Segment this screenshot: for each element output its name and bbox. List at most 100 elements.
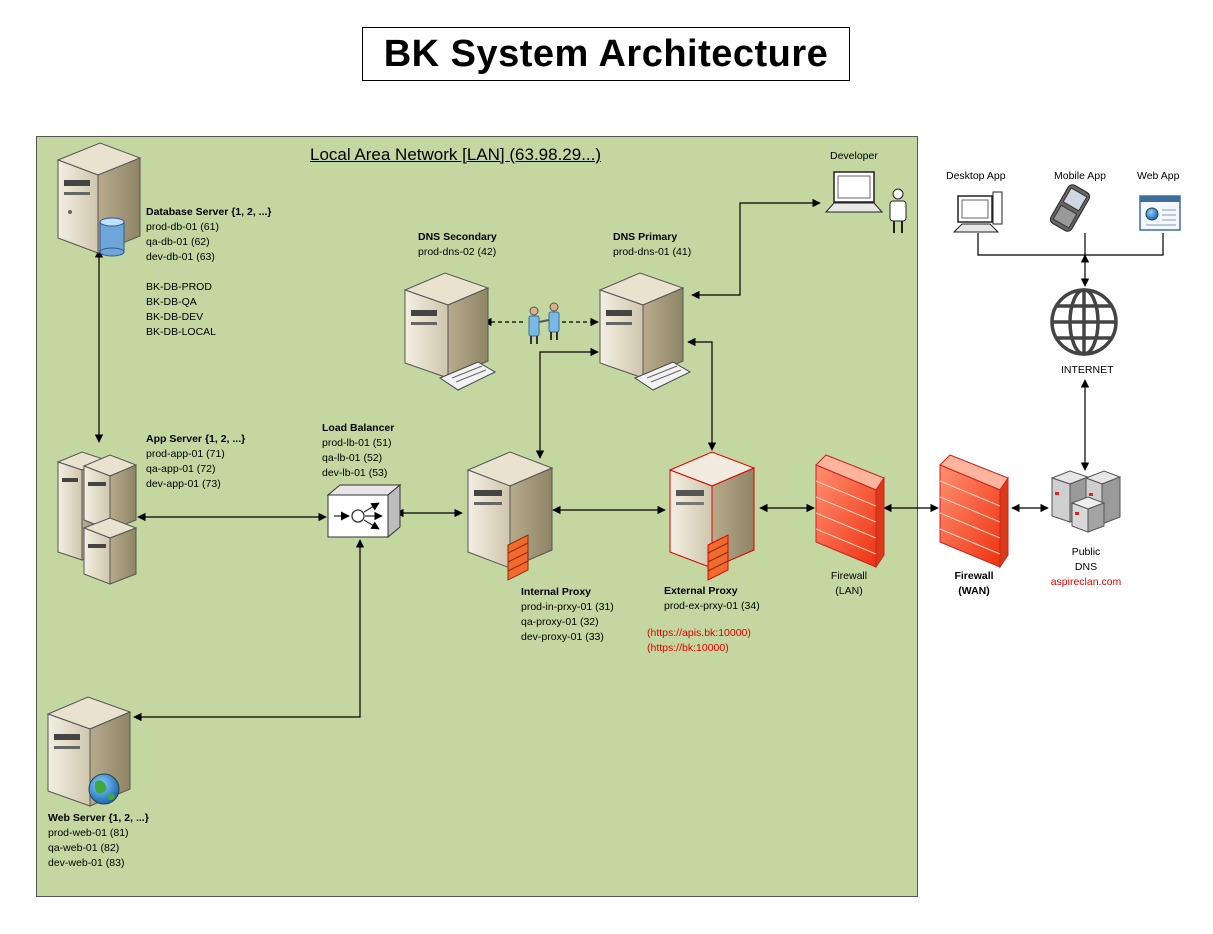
- internet-title: INTERNET: [1061, 364, 1114, 376]
- app-host: prod-app-01 (71): [146, 448, 225, 460]
- external-proxy-url[interactable]: (https://apis.bk:10000): [647, 627, 751, 639]
- load-balancer-icon: [326, 483, 402, 539]
- internal-proxy-host: prod-in-prxy-01 (31): [521, 601, 614, 613]
- mobile-app-title: Mobile App: [1054, 170, 1106, 182]
- desktop-app[interactable]: [952, 191, 1003, 233]
- internal-proxy-title: Internal Proxy: [521, 586, 592, 598]
- link-inproxy-dnsprimary: [535, 347, 599, 459]
- database-schema: BK-DB-QA: [146, 296, 197, 308]
- internet-icon: [1050, 288, 1118, 356]
- internal-proxy-label: Internal Proxy prod-in-prxy-01 (31) qa-p…: [521, 585, 614, 645]
- database-label: Database Server {1, 2, ...} prod-db-01 (…: [146, 205, 272, 265]
- firewall-wan[interactable]: [939, 454, 1009, 569]
- firewall-wan-label: Firewall (WAN): [954, 569, 994, 599]
- database-schemas: BK-DB-PROD BK-DB-QA BK-DB-DEV BK-DB-LOCA…: [146, 280, 216, 340]
- dns-primary[interactable]: [598, 272, 692, 391]
- dns-primary-host: prod-dns-01 (41): [613, 246, 692, 258]
- load-balancer-label: Load Balancer prod-lb-01 (51) qa-lb-01 (…: [322, 421, 394, 481]
- browser-icon: [1139, 195, 1181, 231]
- firewall-lan-label: Firewall (LAN): [829, 569, 869, 599]
- dns-secondary-title: DNS Secondary: [418, 231, 497, 243]
- load-balancer-host: qa-lb-01 (52): [322, 452, 383, 464]
- external-proxy-label: External Proxy prod-ex-prxy-01 (34): [664, 584, 760, 614]
- web-server[interactable]: [46, 696, 132, 807]
- database-host: prod-db-01 (61): [146, 221, 219, 233]
- dns-secondary[interactable]: [403, 272, 497, 391]
- app-server[interactable]: [56, 451, 138, 585]
- web-label: Web Server {1, 2, ...} prod-web-01 (81) …: [48, 811, 149, 871]
- external-proxy[interactable]: [668, 451, 756, 581]
- database-schema: BK-DB-PROD: [146, 281, 212, 293]
- link-exproxy-dnsprimary: [687, 337, 717, 451]
- web-app[interactable]: [1139, 195, 1181, 231]
- server-stack-icon: [56, 451, 138, 585]
- internet-label: INTERNET: [1061, 363, 1114, 378]
- desktop-app-title: Desktop App: [946, 170, 1006, 182]
- public-dns-label: Public DNS aspireclan.com: [1040, 545, 1132, 590]
- connectors: [94, 198, 1164, 722]
- app-title: App Server {1, 2, ...}: [146, 433, 246, 445]
- public-dns-sub: DNS: [1074, 561, 1098, 573]
- database-host: dev-db-01 (63): [146, 251, 215, 263]
- internet[interactable]: [1050, 288, 1118, 356]
- desktop-app-label: Desktop App: [946, 169, 1006, 184]
- proxy-icon: [668, 451, 756, 581]
- handshake-icon: [528, 302, 560, 344]
- app-host: dev-app-01 (73): [146, 478, 221, 490]
- app-host: qa-app-01 (72): [146, 463, 216, 475]
- dns-primary-title: DNS Primary: [613, 231, 678, 243]
- database-title: Database Server {1, 2, ...}: [146, 206, 272, 218]
- server-icon: [46, 696, 132, 807]
- link-web-lb: [133, 539, 365, 722]
- external-proxy-url[interactable]: (https://bk:10000): [647, 642, 729, 654]
- mobile-app[interactable]: [1049, 183, 1092, 233]
- page-title: BK System Architecture: [362, 27, 850, 81]
- dns-primary-label: DNS Primary prod-dns-01 (41): [613, 230, 691, 260]
- lan-title: Local Area Network [LAN] (63.98.29...): [310, 145, 602, 164]
- web-host: qa-web-01 (82): [48, 842, 120, 854]
- server-icon: [403, 272, 497, 391]
- database-icon: [99, 217, 125, 257]
- web-app-title: Web App: [1137, 170, 1180, 182]
- internal-proxy-host: qa-proxy-01 (32): [521, 616, 599, 628]
- web-host: dev-web-01 (83): [48, 857, 125, 869]
- database-schema: BK-DB-LOCAL: [146, 326, 217, 338]
- developer[interactable]: [824, 171, 907, 233]
- proxy-icon: [466, 451, 554, 581]
- app-label: App Server {1, 2, ...} prod-app-01 (71) …: [146, 432, 245, 492]
- public-dns-title: Public: [1071, 546, 1101, 558]
- laptop-icon: [824, 171, 884, 213]
- link-dnsprimary-developer: [691, 198, 821, 300]
- external-proxy-host: prod-ex-prxy-01 (34): [664, 600, 760, 612]
- external-proxy-urls: (https://apis.bk:10000) (https://bk:1000…: [647, 626, 751, 656]
- external-proxy-title: External Proxy: [664, 585, 738, 597]
- globe-icon: [88, 773, 120, 805]
- person-icon: [889, 188, 907, 233]
- database-server[interactable]: [56, 142, 142, 257]
- firewall-wan-title: Firewall: [954, 570, 994, 582]
- public-dns[interactable]: [1050, 470, 1122, 533]
- public-dns-domain[interactable]: aspireclan.com: [1050, 576, 1122, 588]
- firewall-icon: [939, 454, 1009, 569]
- mobile-app-label: Mobile App: [1054, 169, 1106, 184]
- firewall-lan-title: Firewall: [830, 570, 868, 582]
- developer-title: Developer: [830, 150, 878, 162]
- firewall-lan[interactable]: [815, 454, 885, 569]
- link-clients-bus: [977, 233, 1164, 256]
- load-balancer[interactable]: [326, 483, 402, 539]
- dns-secondary-host: prod-dns-02 (42): [418, 246, 497, 258]
- mobile-icon: [1049, 184, 1091, 232]
- load-balancer-host: dev-lb-01 (53): [322, 467, 388, 479]
- web-title: Web Server {1, 2, ...}: [48, 812, 149, 824]
- database-schema: BK-DB-DEV: [146, 311, 204, 323]
- dns-secondary-label: DNS Secondary prod-dns-02 (42): [418, 230, 497, 260]
- internal-proxy[interactable]: [466, 451, 554, 581]
- internal-proxy-host: dev-proxy-01 (33): [521, 631, 604, 643]
- load-balancer-title: Load Balancer: [322, 422, 395, 434]
- load-balancer-host: prod-lb-01 (51): [322, 437, 392, 449]
- desktop-icon: [952, 191, 1003, 233]
- server-icon: [598, 272, 692, 391]
- firewall-icon: [815, 454, 885, 569]
- developer-label: Developer: [830, 149, 878, 164]
